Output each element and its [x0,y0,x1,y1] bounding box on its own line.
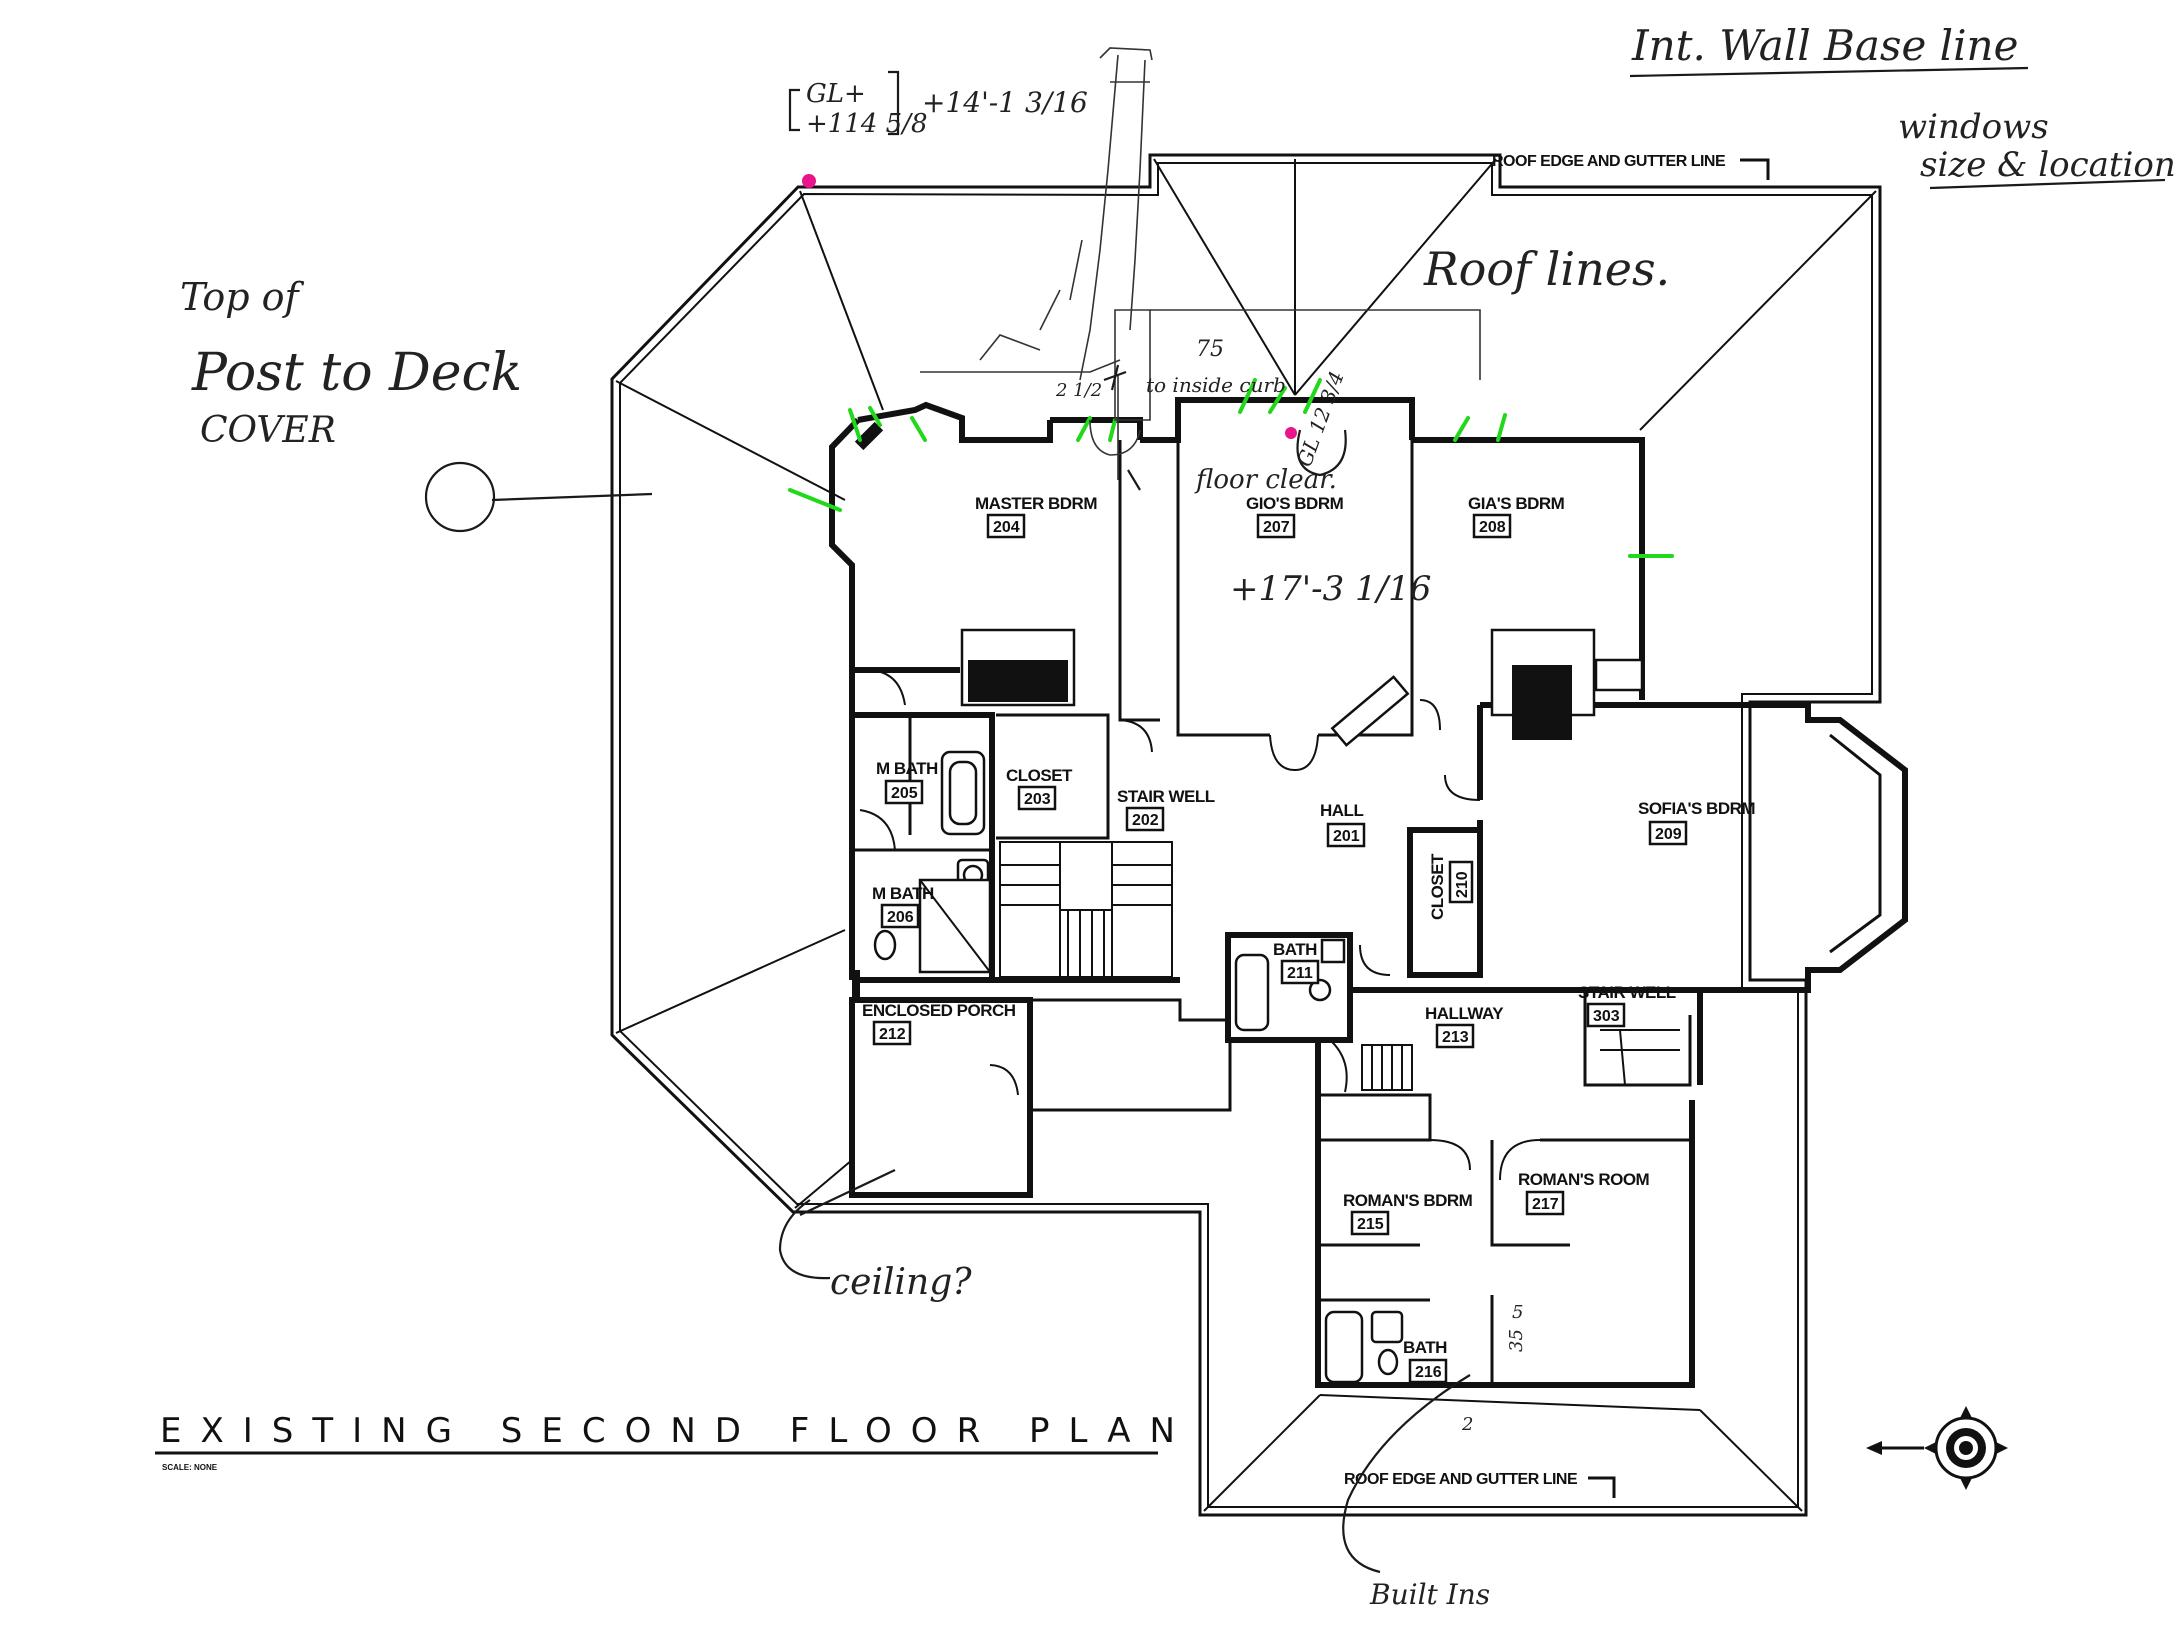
svg-text:2: 2 [1461,1414,1473,1435]
room-gios-bdrm: GIO'S BDRM 207 [1246,494,1344,539]
svg-text:HALL: HALL [1320,801,1363,820]
svg-text:207: 207 [1263,519,1290,536]
svg-text:209: 209 [1655,826,1682,843]
svg-text:216: 216 [1415,1364,1442,1381]
svg-text:202: 202 [1132,812,1159,829]
room-labels: MASTER BDRM 204 GIO'S BDRM 207 GIA'S BDR… [862,494,1756,1384]
svg-text:210: 210 [1454,871,1471,898]
svg-text:Post to Deck: Post to Deck [191,343,522,403]
north-arrow-compass-icon [1866,1406,2008,1490]
room-bath-216: BATH 216 [1403,1338,1448,1384]
svg-text:206: 206 [887,909,914,926]
masonry-hatching [852,421,1644,1000]
window-highlights [788,378,1674,558]
svg-text:Roof lines.: Roof lines. [1423,242,1670,296]
svg-text:M BATH: M BATH [876,759,938,778]
svg-text:ENCLOSED PORCH: ENCLOSED PORCH [862,1001,1016,1020]
roof-edge-note-top: ROOF EDGE AND GUTTER LINE [1492,153,1770,180]
room-hallway-213: HALLWAY 213 [1425,1004,1505,1049]
room-stair-well-303: STAIR WELL 303 [1578,983,1676,1028]
elevation-markers [802,174,1297,439]
svg-text:M BATH: M BATH [872,884,934,903]
svg-text:+114 5/8: +114 5/8 [806,109,928,139]
svg-text:GIA'S BDRM: GIA'S BDRM [1468,494,1565,513]
svg-text:ROMAN'S ROOM: ROMAN'S ROOM [1518,1170,1650,1189]
svg-text:203: 203 [1024,791,1051,808]
door-swings [859,669,1541,1181]
svg-text:+14'-1 3/16: +14'-1 3/16 [922,86,1088,119]
svg-text:to inside curb: to inside curb [1146,373,1286,397]
stairs [999,841,1680,1093]
svg-text:215: 215 [1357,1216,1384,1233]
room-closet-210: CLOSET 210 [1428,853,1474,920]
room-stair-well-202: STAIR WELL 202 [1117,787,1215,832]
room-gias-bdrm: GIA'S BDRM 208 [1468,494,1565,539]
roof-edge-note-bottom: ROOF EDGE AND GUTTER LINE [1344,1471,1616,1498]
svg-text:201: 201 [1333,828,1360,845]
room-closet-203: CLOSET 203 [1006,766,1074,811]
svg-text:211: 211 [1287,965,1313,982]
svg-text:Built Ins: Built Ins [1369,1578,1490,1611]
room-master-bdrm: MASTER BDRM 204 [975,494,1098,539]
svg-text:SOFIA'S BDRM: SOFIA'S BDRM [1638,799,1755,818]
svg-text:75: 75 [1196,337,1224,362]
room-sofias-bdrm: SOFIA'S BDRM 209 [1638,799,1756,846]
svg-text:ceiling?: ceiling? [830,1262,972,1303]
svg-text:208: 208 [1479,519,1506,536]
plan-title-block: EXISTING SECOND FLOOR PLAN SCALE: NONE [155,1411,1194,1472]
svg-text:STAIR WELL: STAIR WELL [1117,787,1215,806]
svg-text:217: 217 [1532,1196,1559,1213]
plumbing-fixtures [873,750,1404,1384]
svg-text:GIO'S BDRM: GIO'S BDRM [1246,494,1344,513]
room-m-bath-205: M BATH 205 [876,759,939,805]
svg-text:GL+: GL+ [806,79,866,109]
svg-text:HALLWAY: HALLWAY [1425,1004,1504,1023]
svg-text:205: 205 [891,785,918,802]
svg-text:CLOSET: CLOSET [1428,853,1447,920]
svg-text:212: 212 [879,1026,906,1043]
svg-text:MASTER BDRM: MASTER BDRM [975,494,1097,513]
room-hall-201: HALL 201 [1320,801,1366,848]
svg-text:204: 204 [993,519,1020,536]
svg-text:303: 303 [1593,1008,1620,1025]
svg-text:CLOSET: CLOSET [1006,766,1073,785]
svg-text:STAIR WELL: STAIR WELL [1578,983,1676,1002]
svg-text:35: 35 [1506,1329,1527,1352]
svg-text:floor clear.: floor clear. [1194,465,1337,495]
scale-note: SCALE: NONE [162,1463,218,1472]
svg-text:ROMAN'S BDRM: ROMAN'S BDRM [1343,1191,1473,1210]
exterior-walls [829,397,1908,1388]
svg-text:BATH: BATH [1273,940,1317,959]
svg-text:size & location: size & location [1920,145,2174,185]
svg-text:Top of: Top of [180,275,305,319]
pencil-sketch-chimney [920,47,1481,480]
svg-text:Int. Wall Base line: Int. Wall Base line [1631,21,2018,70]
plan-title: EXISTING SECOND FLOOR PLAN [160,1411,1194,1451]
room-romans-bdrm: ROMAN'S BDRM 215 [1343,1191,1473,1236]
svg-text:ROOF EDGE AND GUTTER LINE: ROOF EDGE AND GUTTER LINE [1492,153,1726,170]
svg-text:2 1/2: 2 1/2 [1055,380,1102,401]
room-m-bath-206: M BATH 206 [872,884,935,929]
svg-text:213: 213 [1442,1029,1469,1046]
handwritten-annotations: Int. Wall Base line windows size & locat… [180,21,2174,1611]
svg-text:5: 5 [1512,1302,1523,1323]
room-bath-211: BATH 211 [1273,940,1320,985]
svg-text:COVER: COVER [200,410,336,451]
svg-text:windows: windows [1898,107,2049,147]
room-enclosed-porch: ENCLOSED PORCH 212 [862,1001,1016,1046]
svg-text:GL 12 3/4: GL 12 3/4 [1292,368,1349,470]
room-romans-room: ROMAN'S ROOM 217 [1518,1170,1650,1216]
roof-outline [610,153,1882,1517]
svg-text:ROOF EDGE AND GUTTER LINE: ROOF EDGE AND GUTTER LINE [1344,1471,1578,1488]
svg-text:BATH: BATH [1403,1338,1447,1357]
svg-text:+17'-3 1/16: +17'-3 1/16 [1230,569,1431,609]
